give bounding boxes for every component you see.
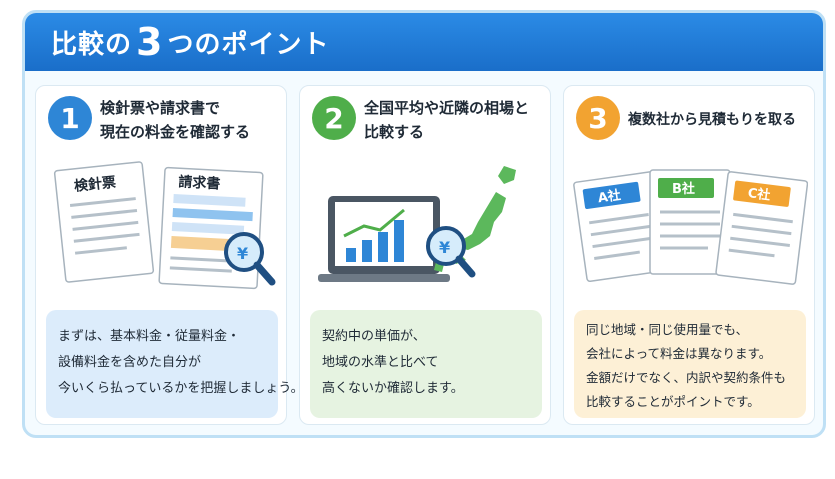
point-title-line: 現在の料金を確認する: [100, 123, 251, 141]
desc-line: 今いくら払っているかを把握しましょう。: [58, 381, 304, 396]
header-title-after: つのポイント: [167, 29, 330, 60]
desc-line: 高くないか確認します。: [322, 381, 464, 396]
meter-slip-and-bill-illustration: 検針票 請求書 ¥: [53, 161, 276, 290]
point-title: 複数社から見積もりを取る: [628, 108, 808, 132]
meter-slip-document-icon: 検針票: [53, 161, 155, 283]
desc-line: 設備料金を含めた自分が: [58, 355, 202, 370]
point-title: 検針票や請求書で 現在の料金を確認する: [100, 96, 280, 144]
desc-line: 比較することがポイントです。: [586, 394, 760, 409]
points-panel: 比較の 3 つのポイント 1 検針票や請求書で 現在の料金を確認する 検針票: [22, 10, 826, 438]
magnifier-icon: ¥: [426, 226, 476, 278]
point-description: 同じ地域・同じ使用量でも、 会社によって料金は異なります。 金額だけでなく、内訳…: [574, 310, 806, 418]
bill-label: 請求書: [178, 173, 221, 192]
header-title-number: 3: [136, 20, 164, 64]
desc-line: 地域の水準と比べて: [322, 355, 439, 370]
point-number-badge: 3: [576, 96, 620, 140]
point-title-line: 全国平均や近隣の相場と: [364, 99, 530, 117]
point-description: まずは、基本料金・従量料金・ 設備料金を含めた自分が 今いくら払っているかを把握…: [46, 310, 304, 418]
desc-line: 契約中の単価が、: [322, 329, 426, 344]
desc-line: 同じ地域・同じ使用量でも、: [586, 322, 749, 337]
quotes-illustration: A社 B社 C社: [573, 169, 808, 285]
point-title-line: 複数社から見積もりを取る: [628, 112, 796, 128]
magnifier-icon: ¥: [224, 232, 276, 286]
point-title-line: 検針票や請求書で: [100, 99, 221, 117]
point-number-badge: 2: [312, 96, 356, 140]
point-card-2: 2 全国平均や近隣の相場と 比較する: [299, 85, 551, 425]
laptop-japan-map-illustration: ¥: [318, 166, 516, 282]
point-title-line: 比較する: [364, 123, 425, 141]
company-c-label: C社: [747, 185, 771, 204]
laptop-chart-icon: [318, 196, 450, 282]
svg-text:¥: ¥: [439, 238, 450, 257]
header-banner: 比較の 3 つのポイント: [25, 13, 823, 71]
desc-line: 会社によって料金は異なります。: [586, 346, 772, 361]
header-title-before: 比較の: [51, 29, 133, 60]
meter-slip-label: 検針票: [73, 174, 117, 195]
company-b-label: B社: [672, 181, 695, 197]
point-number-badge: 1: [48, 96, 92, 140]
svg-text:¥: ¥: [237, 244, 248, 263]
point-description: 契約中の単価が、 地域の水準と比べて 高くないか確認します。: [310, 310, 542, 418]
quote-c-document-icon: C社: [715, 171, 808, 285]
desc-line: まずは、基本料金・従量料金・: [58, 329, 241, 344]
point-title: 全国平均や近隣の相場と 比較する: [364, 96, 544, 144]
desc-line: 金額だけでなく、内訳や契約条件も: [586, 370, 787, 385]
point-card-1: 1 検針票や請求書で 現在の料金を確認する 検針票: [35, 85, 304, 425]
quote-b-document-icon: B社: [649, 169, 731, 275]
quote-a-document-icon: A社: [573, 171, 667, 282]
point-card-3: 3 複数社から見積もりを取る A社 B社 C社: [563, 85, 815, 425]
company-a-label: A社: [597, 187, 622, 206]
